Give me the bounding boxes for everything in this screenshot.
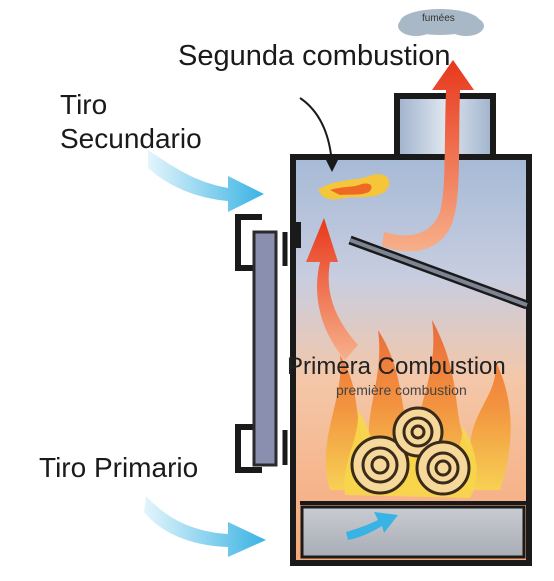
ash-pan: [300, 505, 526, 559]
secondary-draft-line-2: Secundario: [60, 123, 202, 154]
primary-combustion-fr-label: première combustion: [336, 382, 467, 398]
secondary-combustion-label: Segunda combustion: [178, 40, 451, 72]
primary-draft-label: Tiro Primario: [39, 452, 199, 483]
door-glass: [252, 230, 278, 467]
pointer-line: [299, 97, 333, 166]
smoke-cloud: [398, 9, 484, 36]
exhaust-arrow: [382, 60, 474, 252]
ashpan-air-arrow: [346, 512, 398, 540]
primary-combustion-label: Primera Combustion: [287, 353, 506, 380]
primary-flame-arrow: [306, 218, 358, 360]
secondary-draft-line-1: Tiro: [60, 89, 108, 120]
secondary-draft-label: Tiro Secundario: [60, 88, 202, 156]
secondary-air-arrow: [148, 150, 264, 212]
primary-air-arrow: [144, 496, 266, 557]
door: [235, 214, 301, 473]
smoke-label: fumées: [422, 13, 455, 24]
logs: [350, 406, 471, 496]
